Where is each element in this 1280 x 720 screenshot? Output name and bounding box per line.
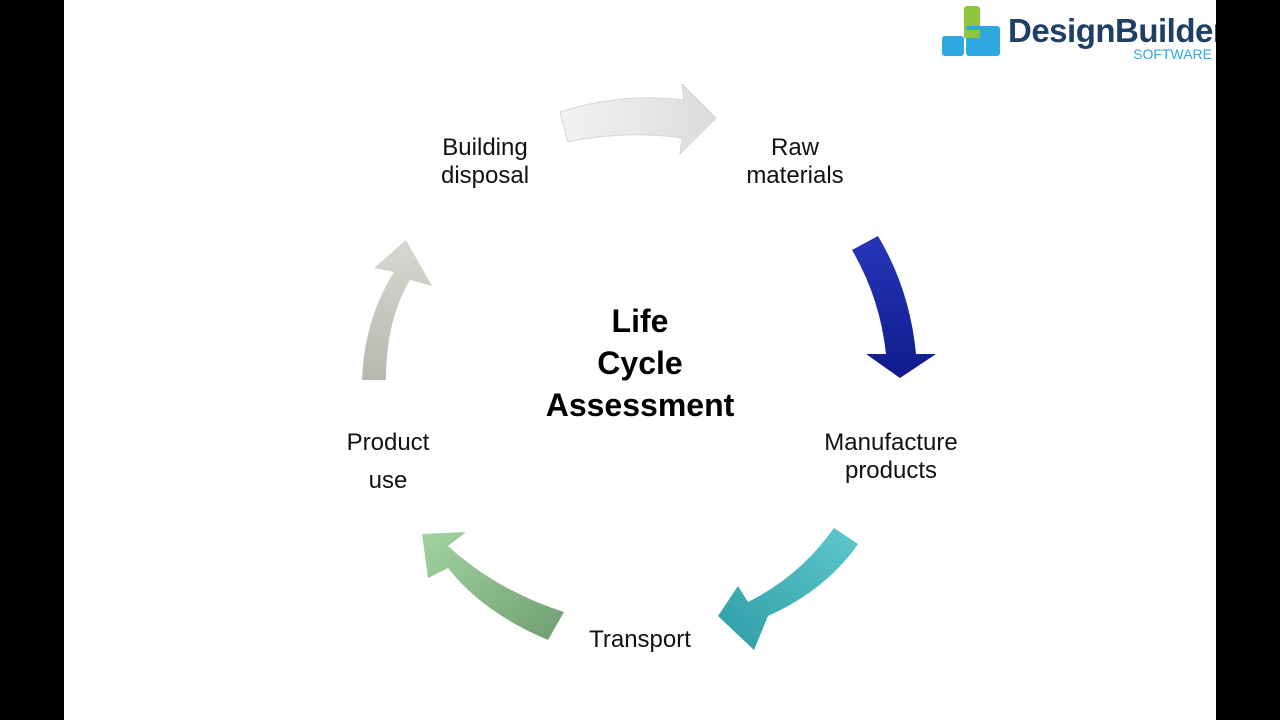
stage-transport: Transport	[570, 626, 710, 654]
title-line: Assessment	[545, 387, 735, 423]
stage-manufacture-products: Manufacture products	[806, 429, 976, 485]
stage-line: materials	[746, 162, 844, 189]
logo-subtitle: SOFTWARE	[1133, 46, 1212, 62]
logo-mark-icon	[942, 6, 1000, 56]
stage-line: Building	[442, 134, 528, 161]
title-line: Life	[611, 303, 669, 339]
stage-line: Raw	[770, 134, 819, 161]
cycle-diagram	[362, 82, 936, 650]
stage-line: Manufacture	[824, 429, 958, 456]
arrow-use-to-disposal	[362, 240, 432, 380]
stage-line: use	[368, 467, 408, 494]
designbuilder-logo: DesignBuilder SOFTWARE	[940, 2, 1216, 72]
stage-line: products	[844, 457, 938, 484]
title-line: Cycle	[597, 345, 683, 381]
stage-raw-materials: Raw materials	[730, 134, 860, 190]
stage-line: disposal	[440, 162, 530, 189]
arrow-disposal-to-raw	[559, 82, 717, 156]
stage-line: Product	[346, 429, 430, 456]
stage-product-use: Product use	[328, 424, 448, 500]
arrow-transport-to-use	[422, 532, 564, 640]
stage-building-disposal: Building disposal	[420, 134, 550, 190]
logo-name: DesignBuilder	[1008, 12, 1216, 49]
center-title: Life Cycle Assessment	[520, 300, 760, 426]
slide: DesignBuilder SOFTWARE	[64, 0, 1216, 720]
stage-line: Transport	[589, 626, 691, 653]
arrow-manufacture-to-transport	[718, 528, 858, 650]
arrow-raw-to-manufacture	[852, 236, 936, 378]
